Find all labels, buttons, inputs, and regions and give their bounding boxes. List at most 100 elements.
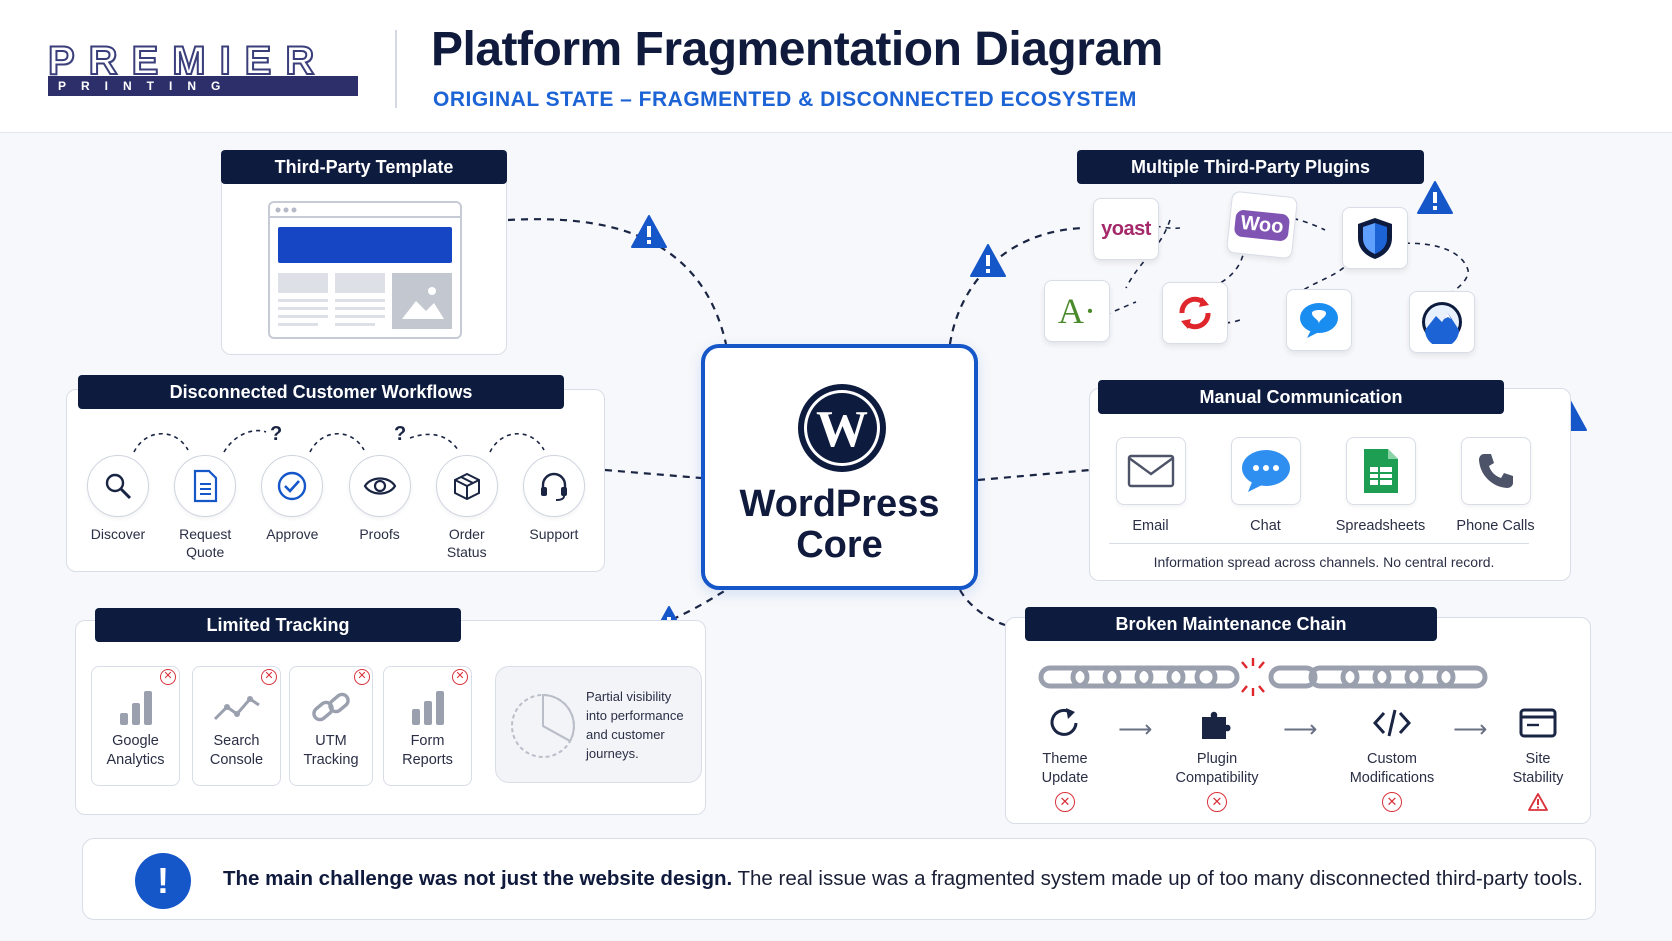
maintenance-panel-title: Broken Maintenance Chain — [1025, 607, 1437, 641]
pie-chart-icon — [511, 693, 575, 758]
connector-communication — [977, 468, 1091, 482]
error-icon: ✕ — [1382, 792, 1402, 812]
footer-rest: The real issue was a fragmented system m… — [732, 867, 1584, 890]
warning-outline-icon — [1528, 793, 1548, 811]
step-label: Discover — [90, 526, 146, 542]
footer-bold: The main challenge was not just the webs… — [223, 867, 733, 890]
page-subtitle: ORIGINAL STATE – FRAGMENTED & DISCONNECT… — [433, 88, 1137, 111]
footer-callout: ! The main challenge was not just the we… — [82, 838, 1596, 920]
link-icon — [312, 692, 350, 722]
arrow-icon: ⟶ — [1283, 716, 1318, 743]
template-panel-title: Third-Party Template — [221, 150, 507, 184]
workflow-step: Discover — [78, 455, 158, 565]
template-mockup-icon — [268, 201, 462, 339]
error-icon: ✕ — [1055, 792, 1075, 812]
code-icon — [1372, 709, 1412, 737]
plugin-chat-bubble-icon — [1286, 289, 1352, 351]
warning-icon — [1417, 181, 1453, 214]
question-mark: ? — [394, 423, 406, 445]
workflow-step: Approve — [252, 455, 332, 565]
connector-tracking — [659, 589, 727, 627]
communication-item: Chat — [1216, 437, 1316, 537]
spreadsheet-icon — [1345, 437, 1416, 505]
plugin-yoast-label: yoast — [1101, 217, 1151, 240]
question-mark: ? — [270, 423, 282, 445]
tracking-note: Partial visibility into performance and … — [586, 689, 684, 761]
communication-label: Phone Calls — [1456, 518, 1535, 534]
warning-icon — [970, 244, 1006, 277]
communication-items: Email Chat Spreadsheets Phone Calls — [1093, 437, 1553, 537]
communication-panel-title: Manual Communication — [1098, 380, 1504, 414]
envelope-icon — [1115, 437, 1186, 505]
step-label: Support — [529, 526, 579, 542]
tracking-panel-title: Limited Tracking — [95, 608, 461, 642]
puzzle-icon — [1202, 711, 1231, 739]
box-icon — [435, 455, 498, 517]
workflows-panel — [66, 389, 605, 572]
line-chart-icon — [213, 696, 260, 721]
communication-item: Email — [1101, 437, 1201, 537]
bar-chart-icon — [411, 691, 444, 725]
chat-icon — [1230, 437, 1301, 505]
phone-icon — [1460, 437, 1531, 505]
company-logo: PREMIER PRINTING SERVICES — [47, 39, 360, 113]
workflows-panel-title: Disconnected Customer Workflows — [78, 375, 564, 409]
svg-text:W: W — [816, 401, 868, 458]
communication-item: Phone Calls — [1446, 437, 1546, 537]
center-line1: WordPress — [739, 483, 940, 525]
plugin-shield-icon — [1342, 207, 1408, 269]
plugin-yoast-icon: yoast — [1093, 198, 1159, 260]
error-icon: ✕ — [354, 669, 370, 685]
refresh-icon — [1050, 708, 1078, 736]
plugin-mountain-icon — [1409, 291, 1475, 353]
wordpress-icon: W — [798, 384, 886, 472]
page-title: Platform Fragmentation Diagram — [431, 23, 1163, 76]
arrow-icon: ⟶ — [1453, 716, 1488, 743]
error-icon: ✕ — [160, 669, 176, 685]
browser-icon — [1519, 708, 1557, 738]
center-line2: Core — [796, 524, 883, 566]
document-icon — [174, 455, 237, 517]
plugin-font-label: A· — [1058, 291, 1096, 331]
communication-label: Email — [1132, 518, 1169, 534]
maintenance-panel — [1005, 617, 1591, 824]
alert-icon: ! — [135, 853, 191, 909]
search-icon — [87, 455, 149, 517]
header — [0, 0, 1672, 133]
plugin-woo-icon: Woo — [1225, 190, 1299, 260]
arrow-icon: ⟶ — [1118, 716, 1153, 743]
template-panel — [221, 165, 507, 355]
step-label: Proofs — [359, 526, 400, 542]
eye-icon — [348, 455, 411, 517]
check-icon — [261, 455, 324, 517]
tracking-note-card: Partial visibility into performance and … — [495, 666, 702, 783]
headset-icon — [522, 455, 585, 517]
bar-chart-icon — [119, 691, 152, 725]
plugin-font-icon: A· — [1044, 280, 1110, 342]
error-icon: ✕ — [261, 669, 277, 685]
communication-label: Spreadsheets — [1335, 518, 1426, 534]
error-icon: ✕ — [452, 669, 468, 685]
workflow-step: Support — [514, 455, 594, 565]
header-divider — [395, 30, 397, 108]
wordpress-core-node: W WordPress Core — [701, 344, 978, 590]
broken-chain-icon — [1038, 658, 1488, 696]
plugins-panel-title: Multiple Third-Party Plugins — [1077, 150, 1424, 184]
connector-workflows — [604, 468, 702, 480]
connector-template — [507, 218, 728, 345]
communication-label: Chat — [1250, 518, 1281, 534]
